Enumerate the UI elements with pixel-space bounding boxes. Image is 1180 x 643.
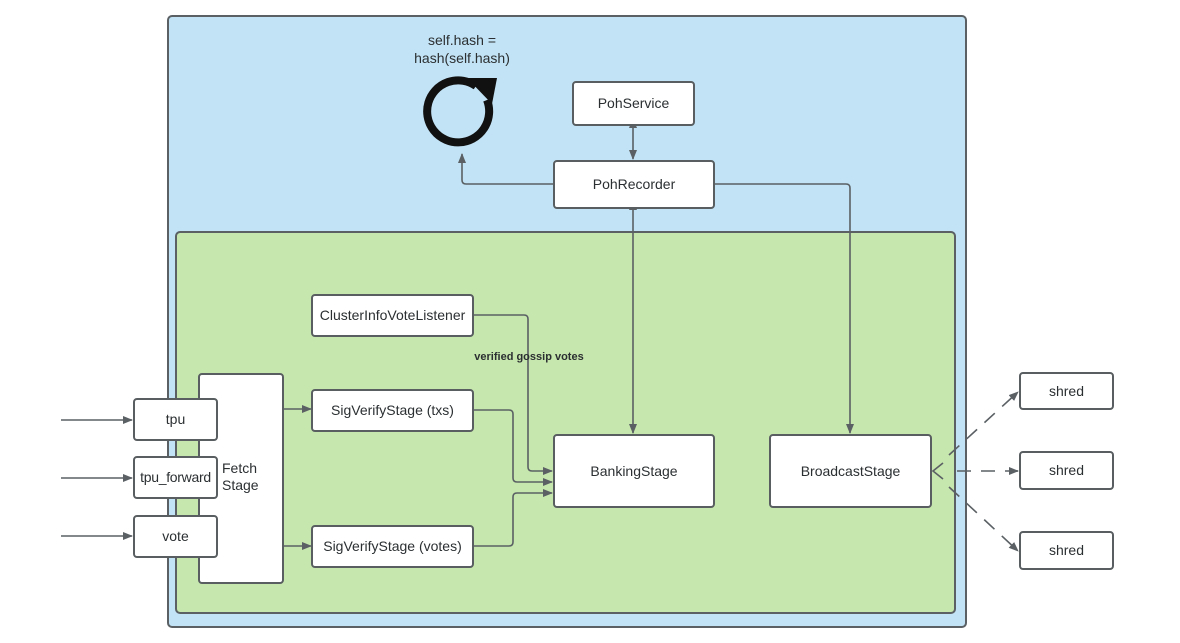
edge-broadcast-shred-1	[948, 391, 1019, 456]
node-poh-service[interactable]: PohService	[572, 81, 695, 126]
edge-pohrecorder-broadcast	[714, 183, 854, 434]
edge-pohrecorder-loop	[458, 153, 553, 185]
broadcast-fanout-chevron	[931, 462, 944, 480]
node-tpu[interactable]: tpu	[133, 398, 218, 441]
node-shred[interactable]: shred	[1019, 531, 1114, 570]
node-broadcast-stage[interactable]: BroadcastStage	[769, 434, 932, 508]
node-shred[interactable]: shred	[1019, 372, 1114, 410]
edge-sigverify-txs-banking	[473, 409, 553, 486]
node-tpu-forward[interactable]: tpu_forward	[133, 456, 218, 499]
node-banking-stage[interactable]: BankingStage	[553, 434, 715, 508]
node-cluster-info-vote-listener[interactable]: ClusterInfoVoteListener	[311, 294, 474, 337]
fetch-stage-label: Fetch Stage	[222, 460, 259, 493]
edge-label-verified-gossip-votes: verified gossip votes	[474, 351, 584, 363]
edge-clustervote-banking	[473, 314, 553, 475]
node-poh-recorder[interactable]: PohRecorder	[553, 160, 715, 209]
tpu-inner-region	[175, 231, 956, 614]
node-vote[interactable]: vote	[133, 515, 218, 558]
edge-sigverify-votes-banking	[473, 489, 553, 547]
edge-broadcast-shred-3	[948, 486, 1019, 552]
node-sigverify-txs[interactable]: SigVerifyStage (txs)	[311, 389, 474, 432]
refresh-cycle-icon	[423, 76, 497, 147]
hash-loop-label: self.hash = hash(self.hash)	[414, 32, 510, 66]
node-sigverify-votes[interactable]: SigVerifyStage (votes)	[311, 525, 474, 568]
node-shred[interactable]: shred	[1019, 451, 1114, 490]
